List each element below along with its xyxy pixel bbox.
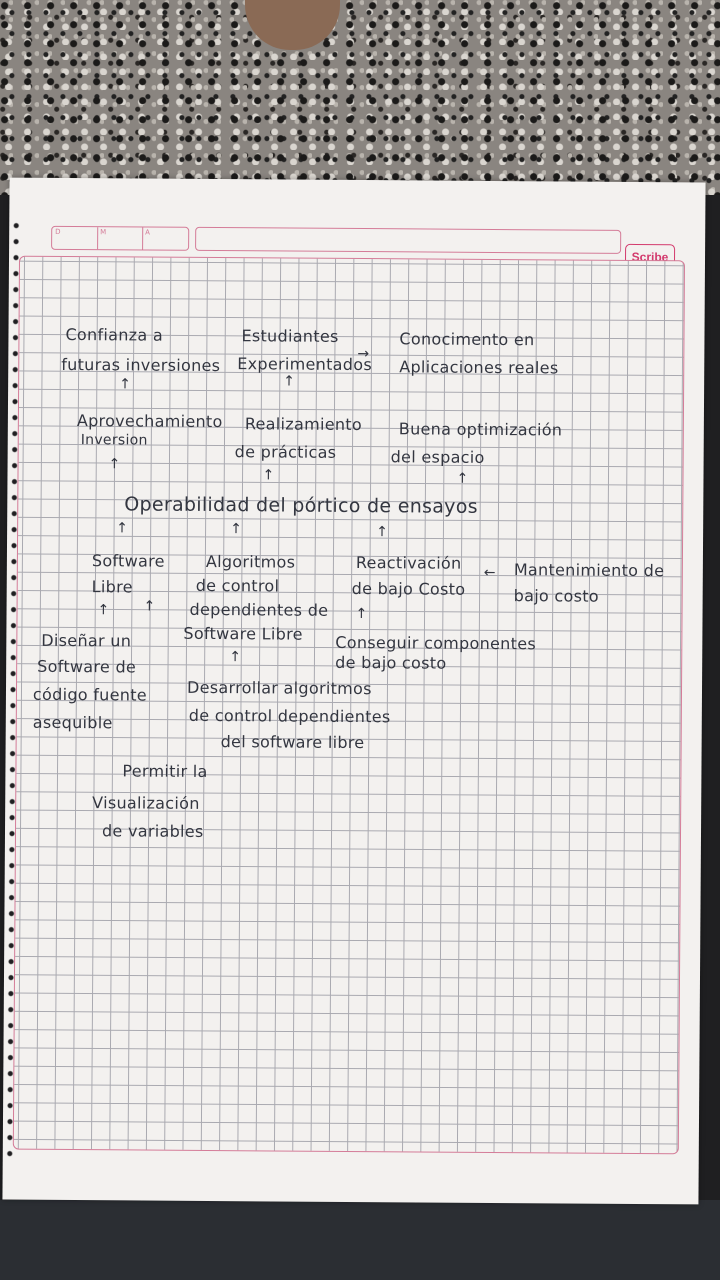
arrow-left: ← bbox=[483, 564, 496, 581]
desk-edge bbox=[0, 1200, 720, 1280]
arrow-up: ↑ bbox=[283, 373, 295, 390]
note-visualizacion: Visualización bbox=[92, 793, 200, 813]
note-algoritmos: Algoritmos bbox=[205, 551, 296, 572]
arrow-right: → bbox=[357, 346, 370, 363]
date-label-month: M bbox=[100, 228, 107, 237]
note-mantenimiento-de: Mantenimiento de bbox=[513, 560, 665, 581]
note-del-espacio: del espacio bbox=[390, 447, 485, 467]
note-asequible: asequible bbox=[32, 712, 113, 733]
note-software-de: Software de bbox=[37, 656, 137, 677]
note-estudiantes: Estudiantes bbox=[241, 326, 339, 346]
arrow-up: ↑ bbox=[108, 456, 121, 473]
note-del-software-libre: del software libre bbox=[220, 732, 365, 753]
note-de-practicas: de prácticas bbox=[234, 442, 337, 462]
title-box bbox=[195, 226, 622, 254]
note-de-bajo-costo-2: de bajo costo bbox=[335, 652, 447, 673]
arrow-up: ↑ bbox=[116, 520, 128, 537]
date-box: D M A bbox=[51, 225, 190, 251]
arrow-up: ↑ bbox=[456, 470, 469, 487]
notebook-sheet: D M A Scribe Confianza a futuras inversi… bbox=[2, 177, 706, 1205]
note-inversion: Inversion bbox=[80, 432, 148, 449]
note-disenar-un: Diseñar un bbox=[41, 630, 132, 651]
note-desarrollar-algoritmos: Desarrollar algoritmos bbox=[186, 677, 372, 699]
arrow-up: ↑ bbox=[230, 521, 242, 538]
note-realizamiento: Realizamiento bbox=[244, 414, 363, 435]
arrow-up: ↑ bbox=[143, 598, 156, 615]
note-de-control: de control bbox=[195, 575, 280, 596]
note-conocimento: Conocimento en bbox=[399, 329, 535, 350]
note-permitir-la: Permitir la bbox=[122, 761, 208, 781]
date-separator bbox=[97, 227, 99, 250]
arrow-up: ↑ bbox=[376, 524, 388, 541]
grid-paper: Confianza a futuras inversiones ↑ Estudi… bbox=[12, 255, 686, 1155]
arrow-up: ↑ bbox=[262, 467, 275, 484]
note-operabilidad-portico: Operabilidad del pórtico de ensayos bbox=[124, 493, 478, 518]
date-separator bbox=[142, 227, 144, 250]
note-software-libre: Software Libre bbox=[183, 623, 303, 644]
note-buena-optimizacion: Buena optimización bbox=[398, 419, 563, 440]
arrow-up: ↑ bbox=[119, 376, 131, 393]
note-aprovechamiento: Aprovechamiento bbox=[76, 411, 223, 432]
note-aplicaciones-reales: Aplicaciones reales bbox=[399, 357, 559, 378]
note-libre: Libre bbox=[91, 577, 133, 597]
date-label-year: A bbox=[145, 228, 151, 237]
note-conseguir-componentes: Conseguir componentes bbox=[335, 632, 537, 654]
note-bajo-costo: bajo costo bbox=[513, 586, 599, 606]
note-confianza: Confianza a bbox=[65, 324, 164, 345]
arrow-up: ↑ bbox=[97, 602, 110, 619]
note-futuras-inversiones: futuras inversiones bbox=[61, 354, 221, 376]
note-codigo-fuente: código fuente bbox=[32, 684, 148, 705]
note-control-dependientes: de control dependientes bbox=[188, 705, 391, 727]
note-experimentados: Experimentados bbox=[237, 354, 373, 375]
note-software: Software bbox=[91, 551, 165, 571]
date-label-day: D bbox=[55, 227, 61, 236]
note-de-variables: de variables bbox=[101, 821, 204, 841]
arrow-up: ↑ bbox=[355, 606, 368, 623]
arrow-up: ↑ bbox=[229, 649, 242, 666]
note-de-bajo-costo: de bajo Costo bbox=[351, 578, 466, 599]
note-reactivacion: Reactivación bbox=[355, 553, 462, 573]
note-dependientes-de: dependientes de bbox=[189, 599, 329, 620]
